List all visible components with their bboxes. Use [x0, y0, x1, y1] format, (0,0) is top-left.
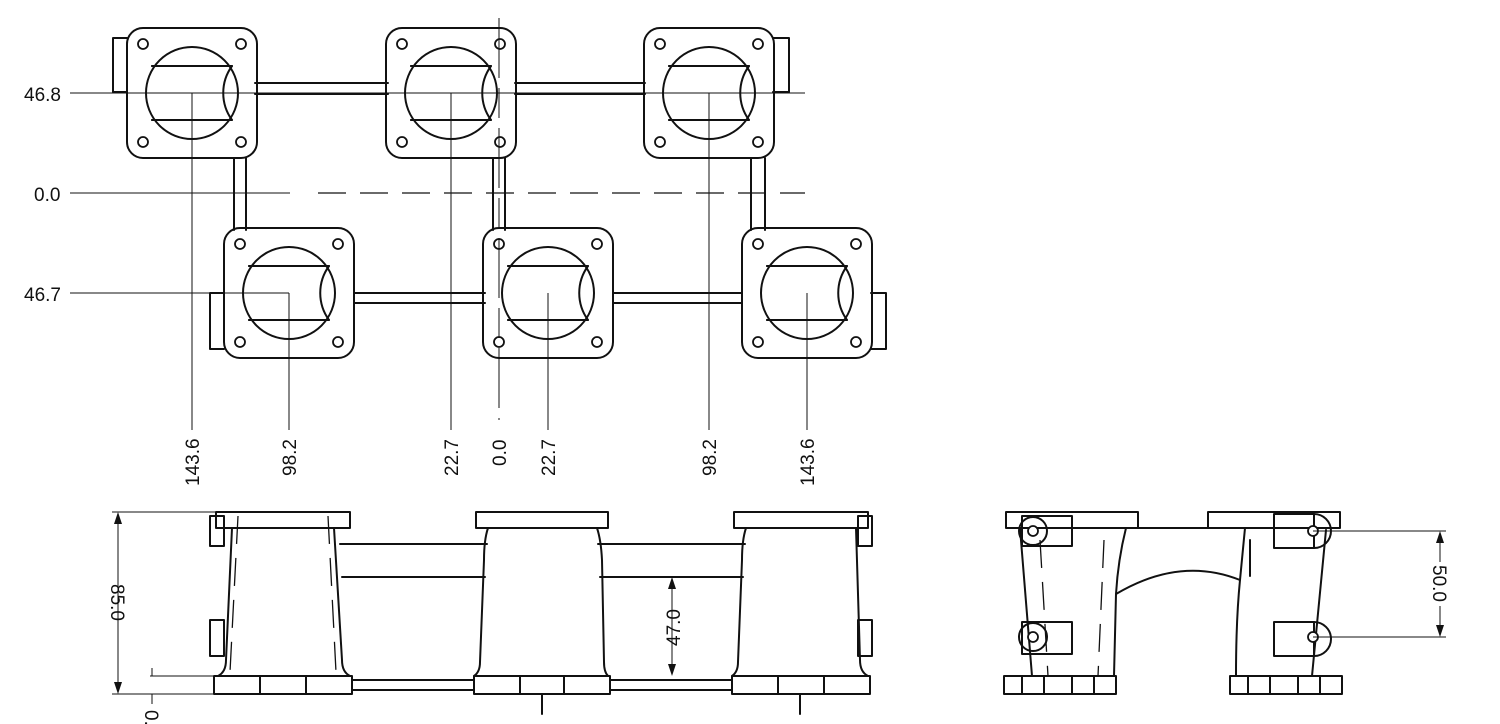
x-label-4: 0.0 — [490, 440, 511, 466]
dimension-inner: 47.0 — [664, 577, 685, 676]
top-view: 46.8 0.0 46.7 143.6 98.2 22.7 0.0 22.7 9… — [24, 18, 887, 486]
x-label-2: 98.2 — [280, 439, 301, 476]
dimension-partial: 0. — [140, 668, 224, 724]
x-reference-lines — [191, 18, 808, 430]
front-view: 85.0 0. 47.0 — [106, 511, 873, 724]
y-reference-lines — [70, 92, 805, 294]
plenum — [339, 543, 746, 578]
dimension-height: 85.0 — [106, 511, 216, 695]
x-label-1: 143.6 — [183, 438, 204, 486]
x-label-5: 22.7 — [539, 439, 560, 476]
x-label-3: 22.7 — [442, 439, 463, 476]
y-label-bottom: 46.7 — [24, 285, 61, 306]
y-label-top: 46.8 — [24, 85, 61, 106]
y-label-center: 0.0 — [34, 185, 60, 206]
x-label-7: 143.6 — [798, 438, 819, 486]
dimension-height-label: 85.0 — [106, 584, 127, 621]
dimension-bolt-spacing-label: 50.0 — [1428, 565, 1449, 602]
x-label-6: 98.2 — [700, 439, 721, 476]
side-view: 50.0 — [1003, 511, 1450, 695]
dimension-partial-label: 0. — [140, 710, 161, 724]
top-row-tubes — [112, 37, 887, 350]
dimension-bolt-spacing: 50.0 — [1313, 530, 1450, 638]
dimension-inner-label: 47.0 — [664, 609, 685, 646]
